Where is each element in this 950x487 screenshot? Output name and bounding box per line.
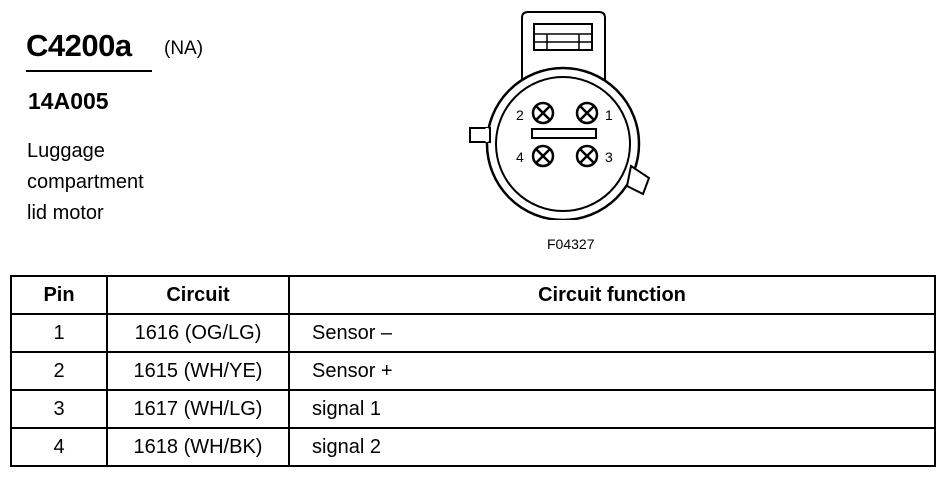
- connector-note: (NA): [164, 38, 204, 59]
- figure-id: F04327: [547, 236, 595, 252]
- circuit-cell: 1615 (WH/YE): [106, 351, 290, 391]
- pin-cell: 3: [10, 389, 108, 429]
- table-header-row: Pin Circuit Circuit function: [10, 275, 936, 315]
- pin-label: 2: [516, 107, 524, 123]
- pin-label: 3: [605, 149, 613, 165]
- function-cell: signal 2: [288, 427, 936, 467]
- circuit-cell: 1616 (OG/LG): [106, 313, 290, 353]
- pin-label: 1: [605, 107, 613, 123]
- pin-2-terminal-icon: [531, 101, 555, 125]
- part-number: 14A005: [28, 88, 109, 114]
- description-line: compartment: [27, 171, 144, 193]
- connector-center-key: [531, 128, 597, 139]
- table-row: 3 1617 (WH/LG) signal 1: [10, 389, 936, 429]
- pin-label: 4: [516, 149, 524, 165]
- function-cell: Sensor +: [288, 351, 936, 391]
- function-cell: Sensor –: [288, 313, 936, 353]
- title-underline: [26, 70, 152, 72]
- pin-cell: 2: [10, 351, 108, 391]
- connector-latch-tab: [533, 23, 593, 51]
- column-header-circuit: Circuit: [106, 275, 290, 315]
- connector-id: C4200a: [26, 28, 132, 63]
- pin-cell: 1: [10, 313, 108, 353]
- column-header-pin: Pin: [10, 275, 108, 315]
- function-cell: signal 1: [288, 389, 936, 429]
- pin-3-terminal-icon: [575, 144, 599, 168]
- connector-left-key: [469, 127, 491, 143]
- column-header-circuit-function: Circuit function: [288, 275, 936, 315]
- connector-right-key: [625, 164, 651, 196]
- circuit-cell: 1617 (WH/LG): [106, 389, 290, 429]
- table-row: 4 1618 (WH/BK) signal 2: [10, 427, 936, 467]
- description-line: lid motor: [27, 202, 104, 224]
- connector-face-diagram: 1 2 3 4: [469, 11, 651, 220]
- description-line: Luggage: [27, 140, 105, 162]
- connector-inner-face: [495, 76, 631, 212]
- connector-latch-housing: [521, 11, 606, 88]
- table-row: 1 1616 (OG/LG) Sensor –: [10, 313, 936, 353]
- table-row: 2 1615 (WH/YE) Sensor +: [10, 351, 936, 391]
- connector-description: Luggage compartment lid motor: [27, 136, 144, 229]
- circuit-cell: 1618 (WH/BK): [106, 427, 290, 467]
- pin-4-terminal-icon: [531, 144, 555, 168]
- pin-1-terminal-icon: [575, 101, 599, 125]
- pinout-table: Pin Circuit Circuit function 1 1616 (OG/…: [10, 275, 936, 467]
- pin-cell: 4: [10, 427, 108, 467]
